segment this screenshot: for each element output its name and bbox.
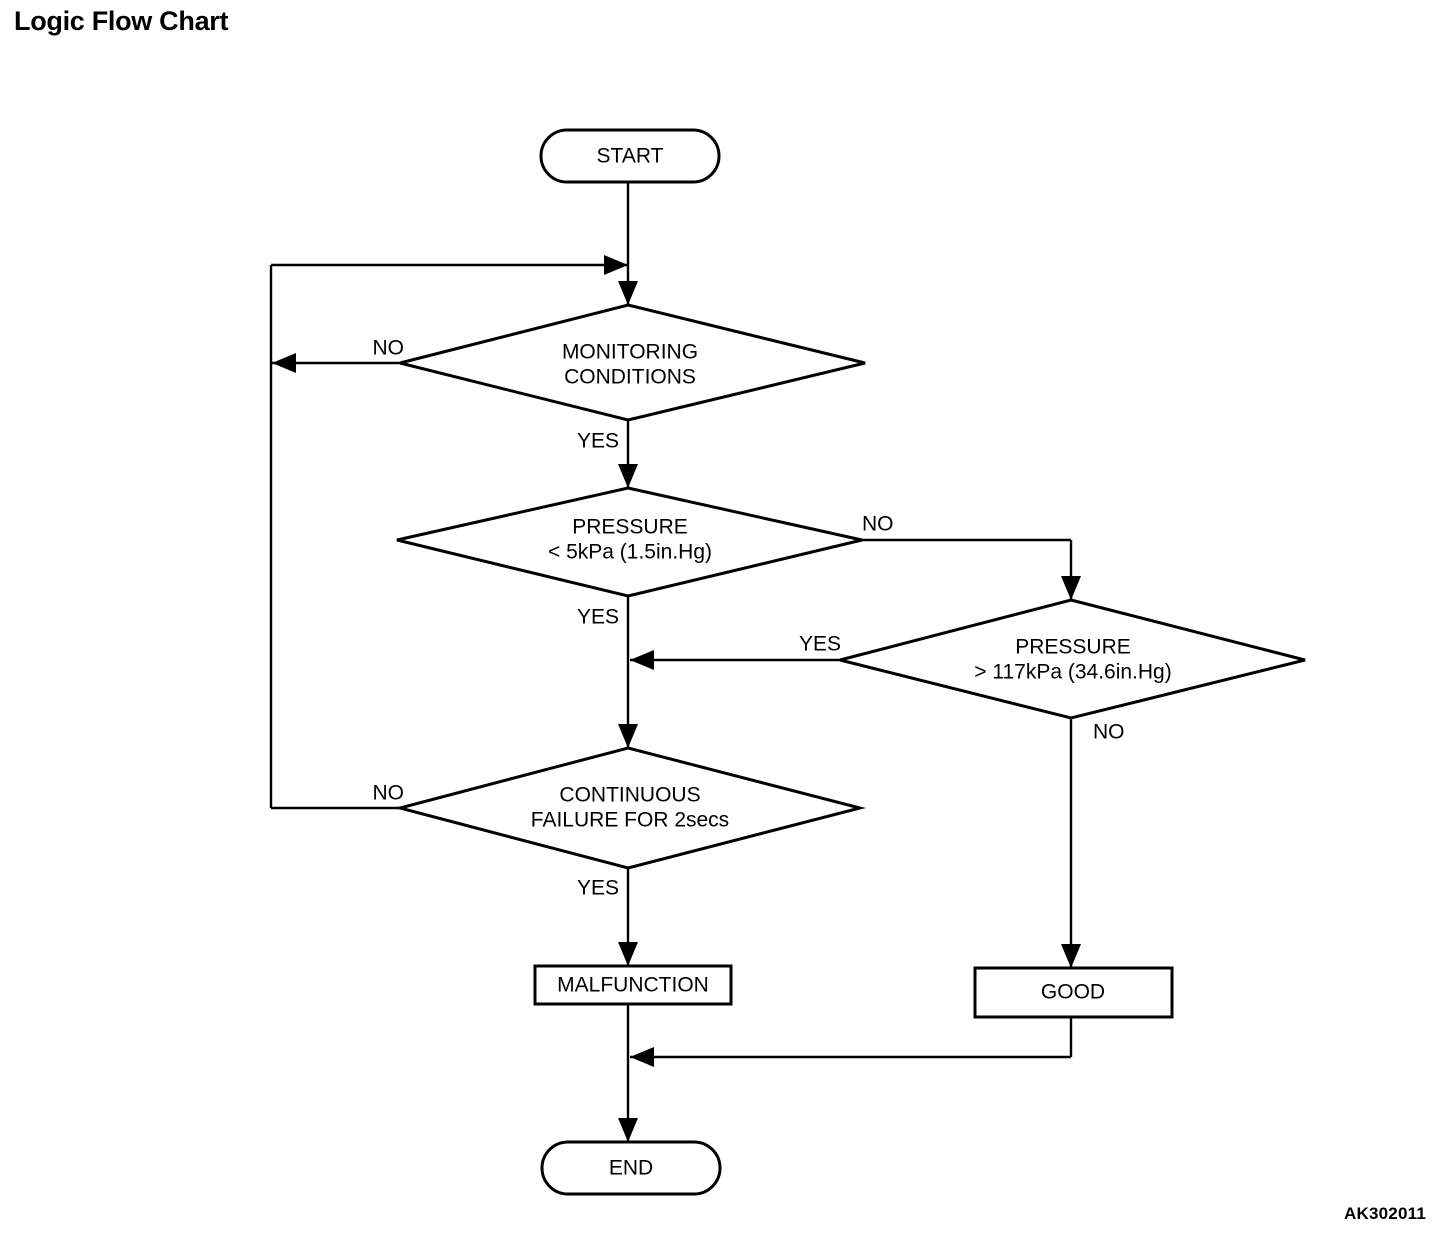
edge-label-pressure-high-no: NO [1093, 721, 1125, 744]
node-continuous-label-line2: FAILURE FOR 2secs [531, 809, 729, 832]
node-pressure-low-label-line2: < 5kPa (1.5in.Hg) [548, 541, 712, 564]
arrow-head-down [1061, 576, 1081, 600]
node-good-label: GOOD [1041, 981, 1105, 1004]
edge-label-pressure-low-no: NO [862, 513, 894, 536]
node-malfunction-label: MALFUNCTION [557, 974, 709, 997]
node-start-label: START [597, 145, 664, 168]
arrow-head-left [630, 1047, 654, 1067]
edge-label-continuous-no: NO [373, 782, 405, 805]
node-continuous-failure[interactable]: CONTINUOUS FAILURE FOR 2secs [394, 746, 866, 870]
arrow-head-left [272, 353, 296, 373]
node-end[interactable]: END [540, 1140, 722, 1196]
edge-monitoring-no-loopback [269, 255, 628, 373]
node-monitoring-label-line2: CONDITIONS [564, 366, 696, 389]
node-pressure-high-label-line1: PRESSURE [1015, 636, 1131, 659]
node-pressure-high-label-line2: > 117kPa (34.6in.Hg) [974, 661, 1171, 684]
edge-start-to-monitoring [618, 182, 638, 305]
edge-label-pressure-high-yes: YES [799, 633, 841, 656]
arrow-head-down [618, 942, 638, 966]
edge-monitoring-yes [618, 420, 638, 488]
node-monitoring-conditions[interactable]: MONITORING CONDITIONS [399, 303, 866, 422]
edge-continuous-no-loopback [269, 363, 400, 810]
node-continuous-label-line1: CONTINUOUS [559, 784, 700, 807]
arrow-head-down [618, 1118, 638, 1142]
edge-malfunction-to-end [618, 1003, 638, 1142]
node-pressure-above-117kpa[interactable]: PRESSURE > 117kPa (34.6in.Hg) [839, 598, 1306, 720]
page-title: Logic Flow Chart [14, 6, 229, 36]
edge-pressure-high-yes [630, 650, 840, 670]
arrow-head-right [604, 255, 628, 275]
node-good[interactable]: GOOD [973, 966, 1174, 1019]
edge-pressure-high-no [1061, 718, 1081, 968]
figure-code: AK302011 [1344, 1204, 1426, 1223]
arrow-head-down [1061, 944, 1081, 968]
arrow-head-down [618, 464, 638, 488]
node-monitoring-label-line1: MONITORING [562, 341, 698, 364]
edge-label-pressure-low-yes: YES [577, 606, 619, 629]
arrow-head-left [630, 650, 654, 670]
edge-continuous-yes [618, 868, 638, 966]
edge-pressure-low-no [862, 538, 1081, 600]
node-pressure-low-label-line1: PRESSURE [572, 516, 688, 539]
edge-pressure-low-yes [618, 596, 638, 748]
arrow-head-down [618, 724, 638, 748]
node-malfunction[interactable]: MALFUNCTION [533, 964, 733, 1006]
node-pressure-below-5kpa[interactable]: PRESSURE < 5kPa (1.5in.Hg) [396, 486, 863, 598]
node-start[interactable]: START [539, 128, 721, 184]
edge-label-continuous-yes: YES [577, 877, 619, 900]
arrow-head-down [618, 281, 638, 305]
node-end-label: END [609, 1157, 653, 1180]
edge-label-monitoring-no: NO [373, 337, 405, 360]
edge-good-to-end [630, 1017, 1073, 1067]
edge-label-monitoring-yes: YES [577, 430, 619, 453]
